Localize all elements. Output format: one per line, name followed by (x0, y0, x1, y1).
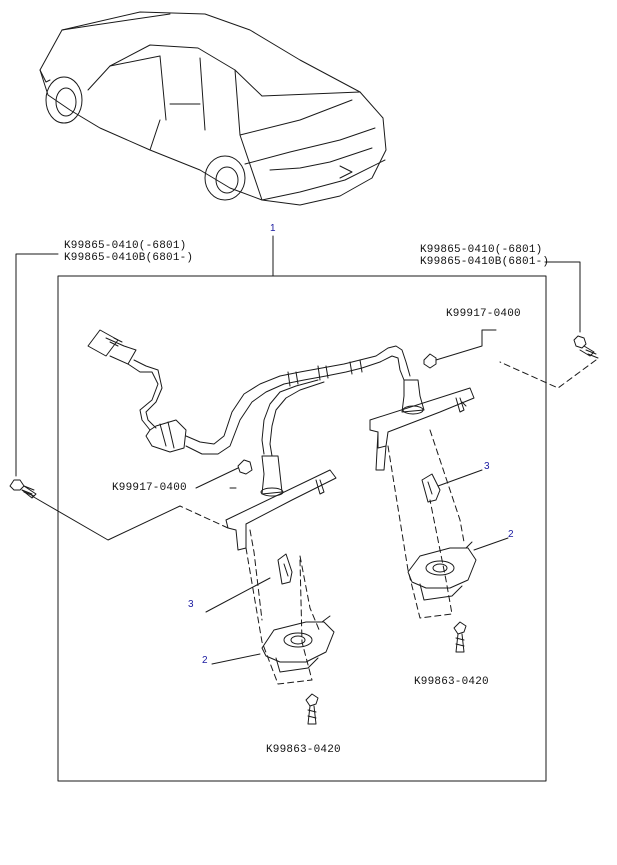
wiring-harness (87, 329, 411, 457)
part-number-nut-right: K99917-0400 (446, 308, 521, 320)
projection-lines (179, 429, 465, 685)
part-number-screw-left-2: K99865-0410B(6801-) (64, 252, 194, 264)
screw-right (499, 261, 599, 389)
callout-assembly: 1 (270, 223, 276, 234)
part-number-nut-left: K99917-0400 (112, 482, 187, 494)
screw-bottom-left (305, 693, 319, 725)
part-number-screw-left-1: K99865-0410(-6801) (64, 240, 187, 252)
lens-right (421, 473, 441, 503)
screw-left (9, 253, 181, 541)
lens-left (277, 553, 293, 585)
callout-housing-left: 2 (202, 655, 208, 666)
part-number-screw-bottom-right: K99863-0420 (414, 676, 489, 688)
callout-lens-left: 3 (188, 599, 194, 610)
assembly-frame (57, 275, 547, 782)
leader-lines (195, 467, 509, 665)
callout-lens-right: 3 (484, 461, 490, 472)
lamp-assembly-right (369, 329, 497, 471)
housing-right (407, 541, 477, 601)
lamp-assembly-left (225, 455, 337, 551)
part-number-screw-right-2: K99865-0410B(6801-) (420, 256, 550, 268)
part-number-screw-bottom-left: K99863-0420 (266, 744, 341, 756)
car-illustration (39, 11, 387, 206)
callout-housing-right: 2 (508, 529, 514, 540)
housing-left (261, 615, 335, 673)
screw-bottom-right (453, 621, 467, 653)
part-number-screw-right-1: K99865-0410(-6801) (420, 244, 543, 256)
